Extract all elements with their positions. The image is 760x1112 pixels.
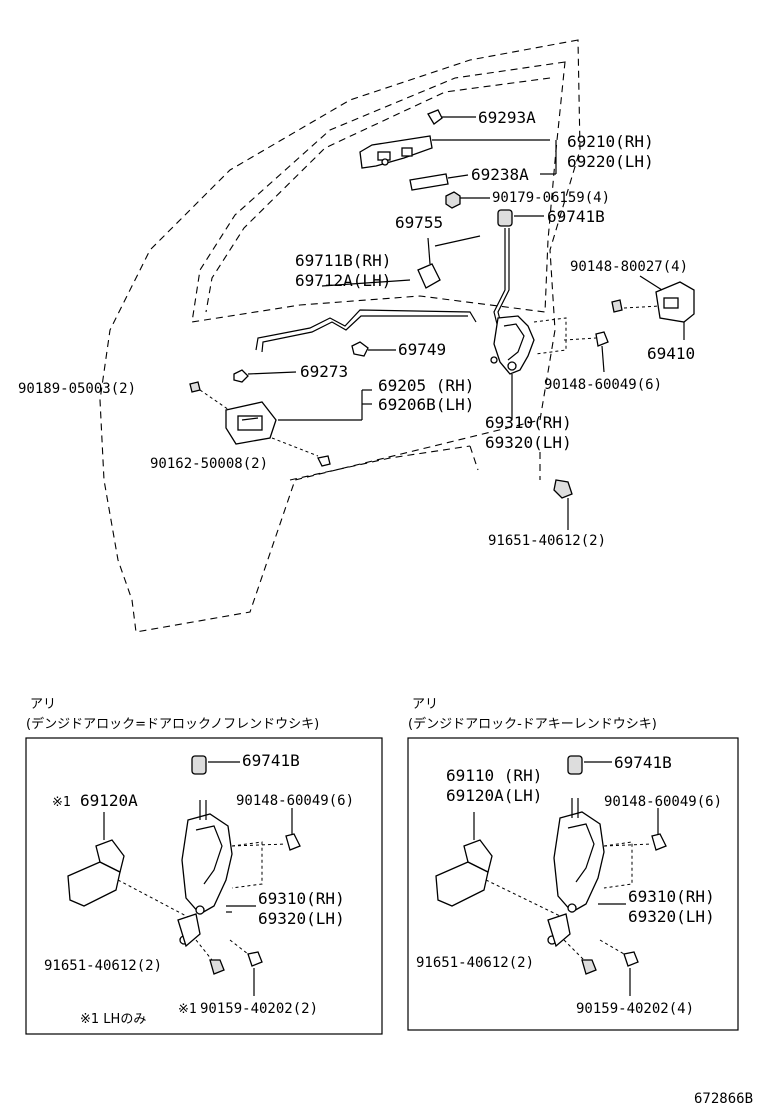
lock-rod-69711b	[255, 279, 477, 353]
label-69712a: 69712A(LH)	[295, 271, 391, 290]
door-outline	[99, 39, 581, 633]
protector-69755	[417, 235, 481, 289]
right-label-91651: 91651-40612(2)	[416, 955, 534, 971]
label-69206b: 69206B(LH)	[378, 395, 474, 414]
label-69755: 69755	[395, 213, 443, 232]
inside-handle-69205	[225, 389, 372, 457]
label-90189: 90189-05003(2)	[18, 381, 136, 397]
label-69238a: 69238A	[471, 165, 529, 184]
label-90148-80027: 90148-80027(4)	[570, 259, 688, 275]
right-label-69110: 69110 (RH)	[446, 766, 542, 785]
label-69410: 69410	[647, 344, 695, 363]
clip-69293a	[427, 109, 476, 125]
label-69293a: 69293A	[478, 108, 536, 127]
right-label-69310: 69310(RH)	[628, 887, 715, 906]
label-69310: 69310(RH)	[485, 413, 572, 432]
left-label-91651: 91651-40612(2)	[44, 958, 162, 974]
clip-69273	[233, 369, 297, 383]
left-variant-frame	[25, 737, 383, 1035]
label-69220: 69220(LH)	[567, 152, 654, 171]
striker-69410	[611, 275, 695, 340]
bolt-91651	[539, 452, 573, 530]
left-variant-panel: アリ (デンジドアロック=ドアロックノフレンドウシキ) 69741B ※1 69…	[25, 697, 383, 1035]
grommet-69741b	[497, 209, 544, 227]
right-label-69741b: 69741B	[614, 753, 672, 772]
label-69749: 69749	[398, 340, 446, 359]
left-variant-title: アリ	[30, 697, 56, 712]
right-label-90159: 90159-40202(4)	[576, 1001, 694, 1017]
left-label-69310: 69310(RH)	[258, 889, 345, 908]
clip-69749	[351, 341, 396, 357]
door-lock-69310	[490, 315, 567, 420]
right-label-90148: 90148-60049(6)	[604, 794, 722, 810]
label-69741b: 69741B	[547, 207, 605, 226]
plate-69238a	[409, 173, 469, 191]
nut-90179	[445, 191, 490, 209]
right-variant-frame	[407, 737, 739, 1031]
label-69711b: 69711B(RH)	[295, 251, 391, 270]
label-90148-60049: 90148-60049(6)	[544, 377, 662, 393]
left-label-69320: 69320(LH)	[258, 909, 345, 928]
right-variant-subtitle: (デンジドアロック-ドアキーレンドウシキ)	[408, 716, 657, 732]
label-91651: 91651-40612(2)	[488, 533, 606, 549]
left-note: ※1 LHのみ	[80, 1012, 146, 1027]
right-variant-panel: アリ (デンジドアロック-ドアキーレンドウシキ) 69741B 69110 (R…	[407, 697, 739, 1031]
left-label-69120a: 69120A	[80, 791, 138, 810]
screw-90189	[189, 381, 233, 413]
left-label-90148: 90148-60049(6)	[236, 793, 354, 809]
outside-handle-69210	[359, 135, 557, 175]
right-label-69320: 69320(LH)	[628, 907, 715, 926]
left-label-69741b: 69741B	[242, 751, 300, 770]
diagram-id: 672866B	[694, 1091, 753, 1107]
label-69320: 69320(LH)	[485, 433, 572, 452]
label-69273: 69273	[300, 362, 348, 381]
left-mark-1: ※1	[52, 795, 71, 810]
label-90162: 90162-50008(2)	[150, 456, 268, 472]
left-mark-2: ※1	[178, 1002, 197, 1017]
right-label-69120a: 69120A(LH)	[446, 786, 542, 805]
label-69205: 69205 (RH)	[378, 376, 474, 395]
label-90179: 90179-06159(4)	[492, 190, 610, 206]
left-label-90159: 90159-40202(2)	[200, 1001, 318, 1017]
screw-90148-60049	[563, 331, 609, 373]
right-variant-title: アリ	[412, 697, 438, 712]
label-69210: 69210(RH)	[567, 132, 654, 151]
main-labels: 69293A 69210(RH) 69220(LH) 69238A 90179-…	[18, 108, 695, 549]
screw-90162	[317, 455, 331, 467]
left-variant-subtitle: (デンジドアロック=ドアロックノフレンドウシキ)	[26, 716, 319, 732]
